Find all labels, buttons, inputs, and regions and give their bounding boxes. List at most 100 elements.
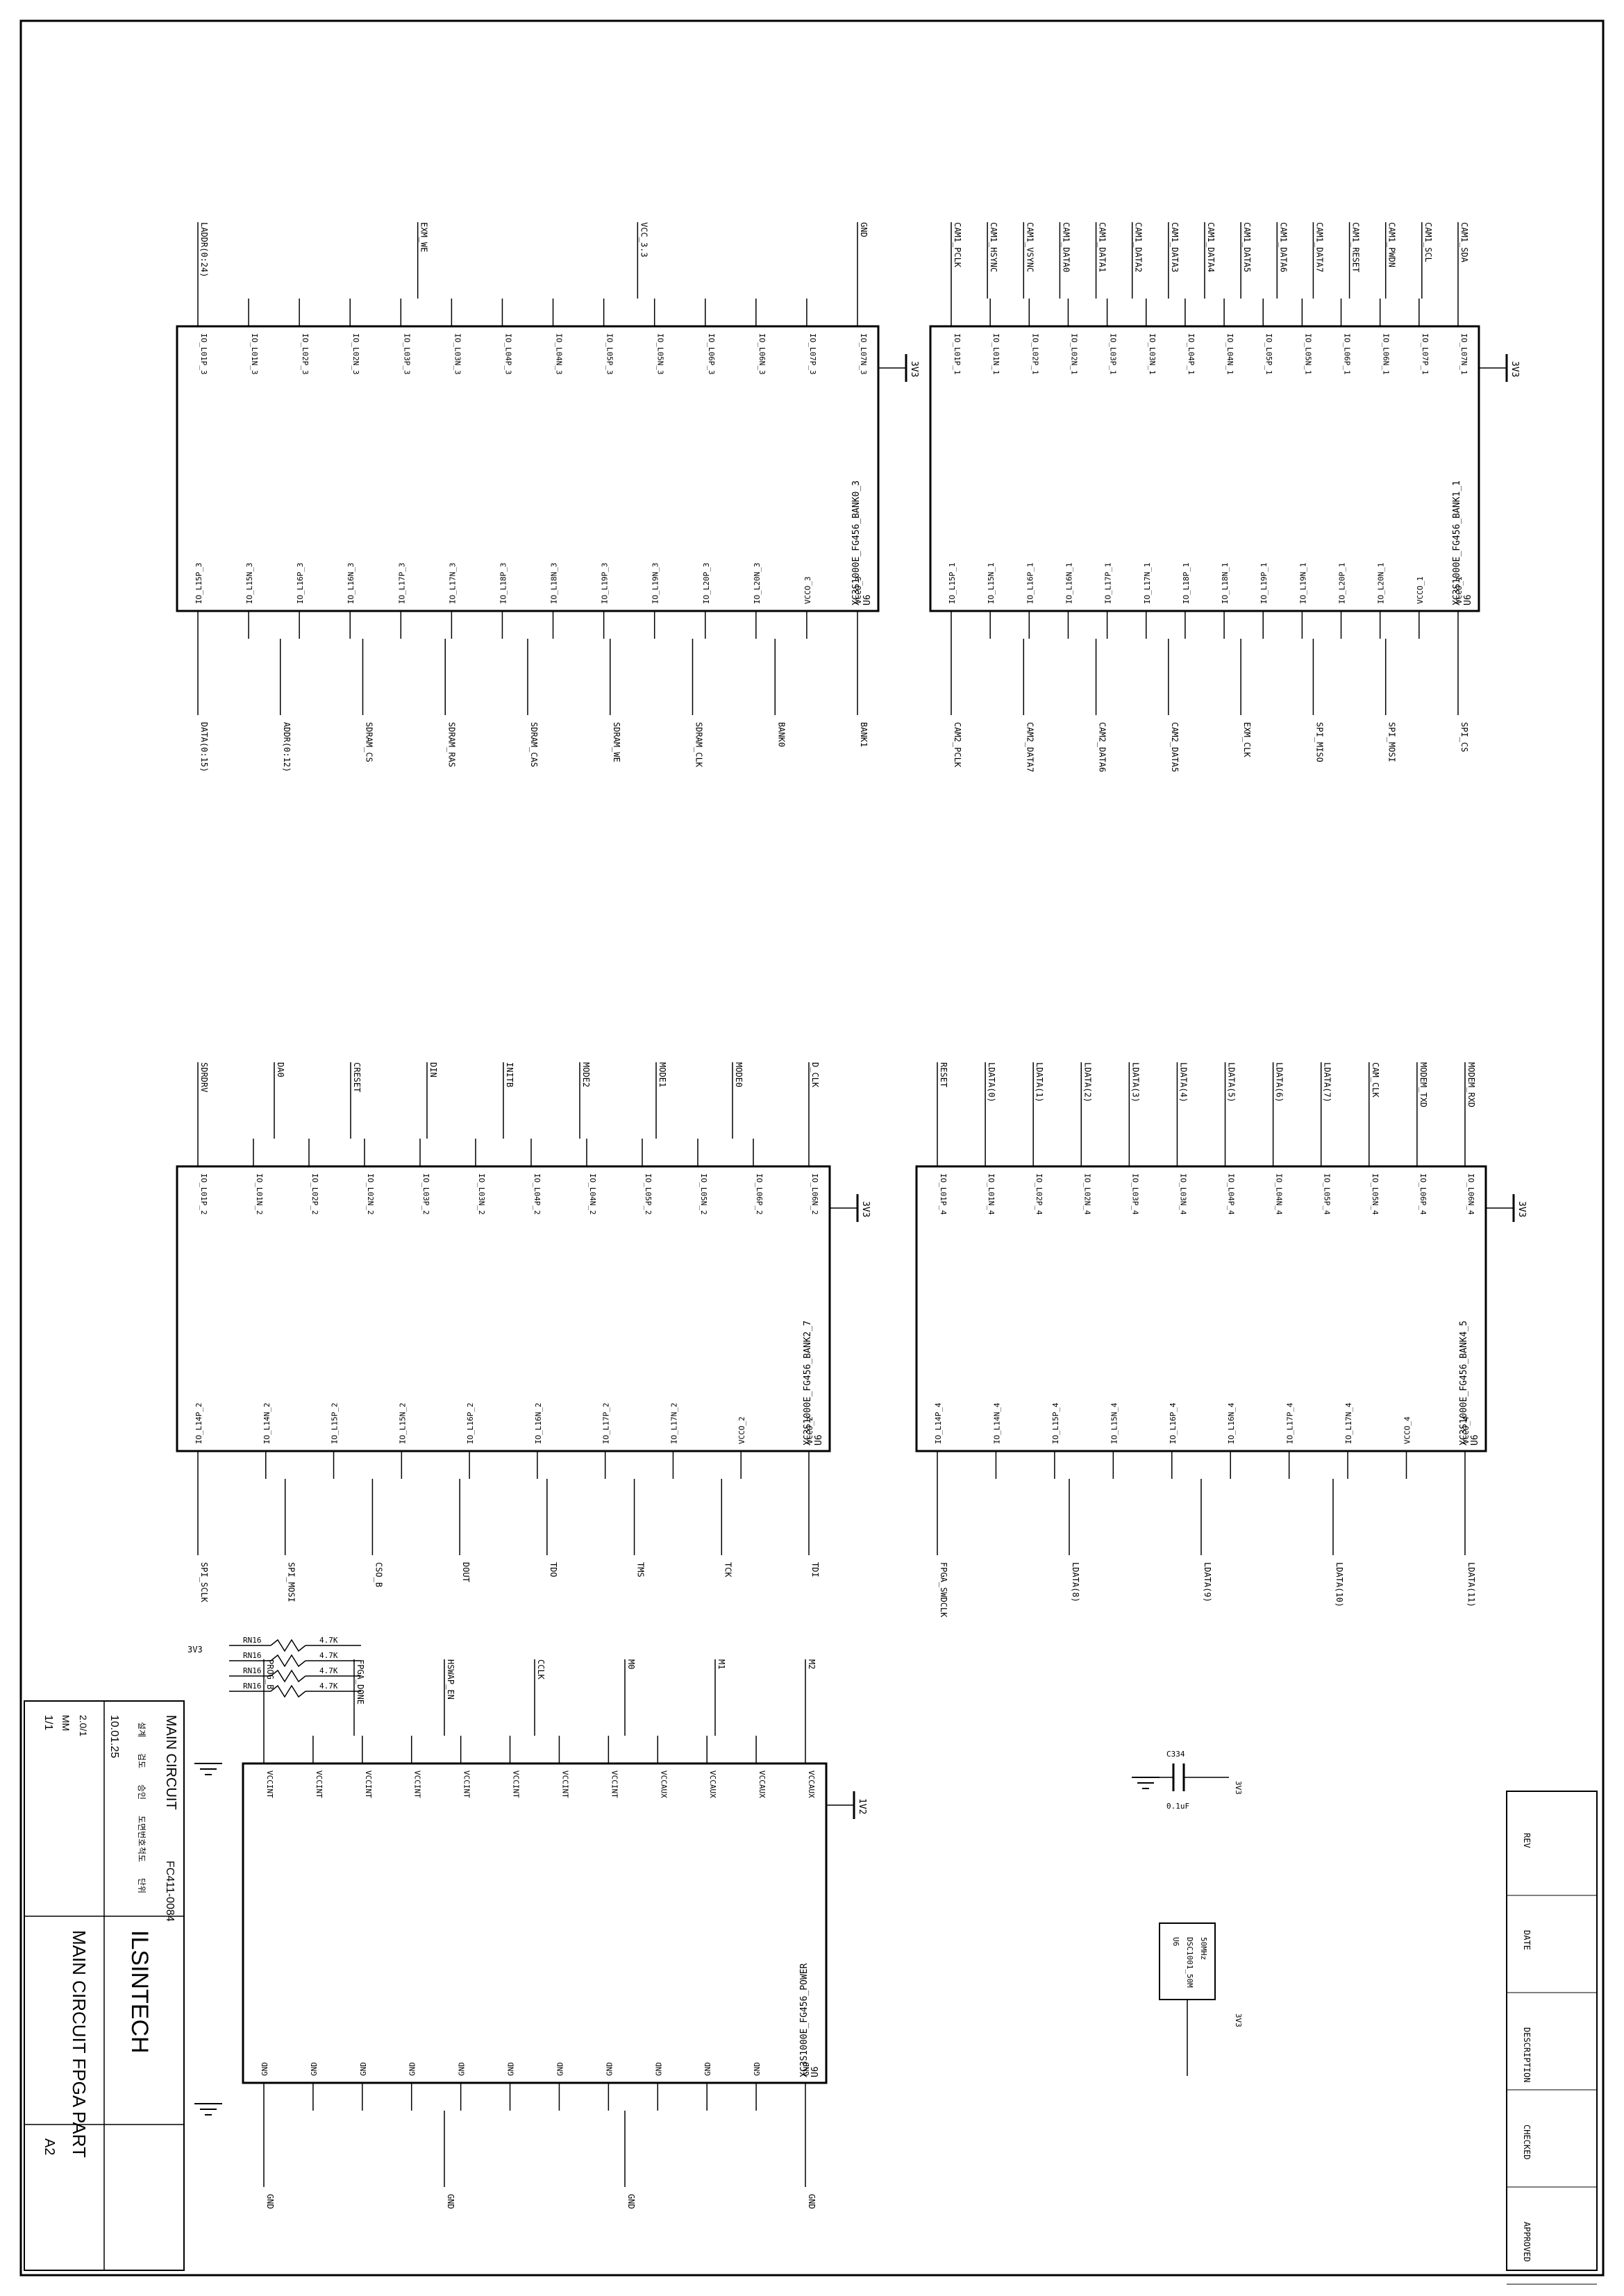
pin-name-bottom-2: VCCO_2	[737, 1416, 746, 1444]
title-block-field: 척도	[137, 1847, 147, 1862]
pin-name-bottom-0: IO_L17N_3	[448, 562, 457, 604]
pin-name-top-4: VCCINT	[462, 1770, 471, 1798]
revision-table	[1506, 1791, 1598, 2271]
net-label-bottom-0: SDRAM_CAS	[529, 722, 539, 767]
cap-supply: 3V3	[1234, 1781, 1243, 1795]
net-label-bottom-3: LDATA(10)	[1334, 1562, 1344, 1607]
pin-name-bottom-4: GND	[458, 2062, 467, 2076]
net-label-top-3: LDATA(3)	[1130, 1062, 1140, 1103]
net-label-top-3: LDATA(4)	[1178, 1062, 1188, 1103]
net-label-top-3: MODEM_RXD	[1466, 1062, 1476, 1107]
net-label-bottom-0: SDRAM_RAS	[446, 722, 456, 767]
pin-name-bottom-0: IO_L20N_3	[753, 562, 762, 604]
net-label-bottom-4: GND	[626, 2194, 636, 2209]
net-label-top-3: CAM_CLK	[1371, 1062, 1380, 1098]
net-label-bottom-4: GND	[807, 2194, 817, 2209]
net-label-top-0: VCC_3.3	[639, 222, 648, 258]
net-label-top-1: CAM1_VSYNC	[1025, 222, 1035, 272]
pin-name-bottom-1: IO_L16N_1	[1064, 562, 1073, 604]
pin-name-bottom-4: GND	[703, 2062, 712, 2076]
pin-name-top-0: IO_L03P_3	[402, 333, 411, 375]
resistor-ref: RN16	[243, 1636, 262, 1645]
pin-name-top-4: VCCAUX	[659, 1770, 668, 1798]
chip-body-3	[915, 1165, 1487, 1452]
net-label-bottom-1: SPI_CS	[1459, 722, 1469, 752]
pin-name-top-0: IO_L01N_3	[250, 333, 259, 375]
pin-name-bottom-3: IO_L16P_4	[1169, 1402, 1178, 1444]
pin-name-top-2: IO_L02N_2	[366, 1173, 375, 1215]
resistor	[270, 1669, 306, 1683]
net-label-top-2: INITB	[505, 1062, 514, 1087]
resistor	[270, 1654, 306, 1668]
revision-table-header: DESCRIPTION	[1522, 2027, 1532, 2082]
pin-name-bottom-2: IO_L14N_2	[262, 1402, 271, 1444]
osc-supply: 3V3	[1234, 2013, 1243, 2027]
cap-value: 0.1uF	[1166, 1802, 1189, 1811]
pin-name-top-4: VCCAUX	[807, 1770, 816, 1798]
pin-name-bottom-1: IO_L17N_1	[1143, 562, 1152, 604]
pin-name-bottom-1: IO_L15N_1	[987, 562, 996, 604]
pin-name-bottom-4: GND	[555, 2062, 564, 2076]
drawing-unit: MM	[60, 1715, 72, 1731]
net-label-top-3: LDATA(1)	[1035, 1062, 1044, 1103]
pin-name-bottom-3: IO_L16N_4	[1227, 1402, 1236, 1444]
pin-name-top-4: VCCINT	[364, 1770, 373, 1798]
pin-name-top-1: IO_L07N_1	[1459, 333, 1468, 375]
sheet-name: MAIN CIRCUIT	[163, 1715, 178, 1810]
net-label-bottom-1: CAM2_DATA5	[1170, 722, 1180, 772]
net-label-top-4: PROG_B	[265, 1659, 275, 1689]
net-label-bottom-4: GND	[446, 2194, 455, 2209]
pin-name-top-4: VCCINT	[512, 1770, 521, 1798]
chip-part-3: XC3S1000E_FG456_BANK4_5	[1459, 1321, 1469, 1446]
pin-name-top-1: IO_L02N_1	[1069, 333, 1078, 375]
net-label-bottom-3: LDATA(11)	[1466, 1562, 1476, 1607]
net-label-top-2: DIN	[428, 1062, 438, 1078]
net-label-top-1: CAM1_DATA0	[1061, 222, 1071, 272]
company-logo-text: ILSINTECH	[126, 1930, 153, 2054]
pin-name-bottom-0: VCCO_3	[854, 576, 863, 604]
pin-name-top-1: IO_L05N_1	[1303, 333, 1312, 375]
net-label-top-4: M0	[626, 1659, 636, 1669]
chip-part-2: XC3S1000E_FG456_BANK2_7	[803, 1321, 813, 1446]
pin-name-top-3: IO_L03N_4	[1178, 1173, 1187, 1215]
supply-label-4: 1V2	[857, 1798, 867, 1814]
pin-name-bottom-1: IO_L17P_1	[1104, 562, 1113, 604]
net-label-top-1: CAM1_DATA7	[1314, 222, 1324, 272]
pin-name-top-3: IO_L05P_4	[1323, 1173, 1332, 1215]
chip-ref-3: U6	[1470, 1434, 1480, 1446]
net-label-top-2: MODE2	[581, 1062, 591, 1087]
pin-name-top-3: IO_L04P_4	[1227, 1173, 1236, 1215]
osc-ref: U6	[1171, 1937, 1180, 1946]
pin-name-bottom-0: IO_L18P_3	[499, 562, 508, 604]
net-label-top-2: MODE0	[734, 1062, 744, 1087]
pin-name-bottom-4: GND	[802, 2062, 811, 2076]
pin-name-bottom-4: GND	[310, 2062, 319, 2076]
net-label-top-4: CCLK	[536, 1659, 546, 1680]
net-label-top-1: CAM1_SCL	[1423, 222, 1433, 262]
net-label-top-0: LADDR(0:24)	[199, 222, 209, 277]
net-label-bottom-2: TDI	[810, 1562, 820, 1577]
chip-ref-1: U6	[1463, 594, 1473, 605]
pin-name-top-4: VCCINT	[413, 1770, 422, 1798]
pin-name-top-2: IO_L01P_2	[199, 1173, 208, 1215]
resistor-supply: 3V3	[187, 1645, 203, 1654]
drawing-rev: 2.0/1	[78, 1715, 89, 1736]
net-label-top-3: LDATA(7)	[1323, 1062, 1332, 1103]
pin-name-top-2: IO_L03P_2	[421, 1173, 430, 1215]
chip-body-1	[929, 325, 1480, 612]
pin-name-bottom-2: IO_L17N_2	[669, 1402, 678, 1444]
pin-name-top-1: IO_L06P_1	[1343, 333, 1352, 375]
net-label-bottom-1: SPI_MISO	[1314, 722, 1324, 762]
net-label-bottom-3: LDATA(8)	[1071, 1562, 1080, 1602]
pin-name-bottom-3: IO_L14P_4	[934, 1402, 943, 1444]
pin-name-bottom-0: IO_L19N_3	[651, 562, 660, 604]
pin-name-top-3: IO_L06N_4	[1466, 1173, 1475, 1215]
drawing-scale: 1/1	[42, 1715, 54, 1730]
pin-name-top-2: IO_L01N_2	[255, 1173, 264, 1215]
pin-name-top-4: VCCINT	[315, 1770, 324, 1798]
net-label-bottom-2: TDO	[549, 1562, 558, 1577]
net-label-top-1: CAM1_DATA3	[1170, 222, 1180, 272]
net-label-bottom-0: DATA(0:15)	[199, 722, 209, 772]
osc-part: DSC1001_50M	[1185, 1937, 1194, 1988]
chip-body-4	[242, 1762, 828, 2084]
